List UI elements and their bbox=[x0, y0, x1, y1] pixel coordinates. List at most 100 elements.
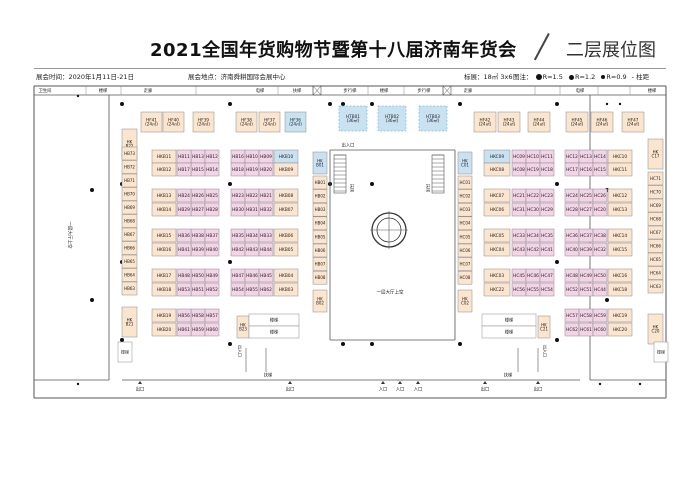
legend-r09: R=0.9 bbox=[606, 73, 627, 81]
stall-label: HB36 bbox=[178, 233, 190, 239]
stall-label: HKC08 bbox=[490, 167, 505, 173]
stall-label: HB24 bbox=[178, 193, 190, 199]
stall-label: HKB07 bbox=[279, 207, 294, 213]
stall-label: HB15 bbox=[192, 167, 204, 173]
stall-hb-inner bbox=[312, 289, 328, 313]
stall-label: HC11 bbox=[541, 154, 553, 160]
stall-hb bbox=[204, 268, 220, 283]
exit-arrow bbox=[416, 381, 420, 384]
utility-label: 卫生间 bbox=[39, 87, 52, 94]
stall-label: HB65 bbox=[124, 259, 135, 264]
stall-label: HB13 bbox=[192, 154, 204, 160]
stall-hb bbox=[176, 202, 192, 217]
stall-hkc bbox=[483, 228, 511, 243]
stall-label: HC30 bbox=[527, 207, 539, 213]
stall-hkb bbox=[273, 268, 299, 283]
elevator-x bbox=[312, 85, 322, 96]
date-label: 展会时间：2020年1月11日-21日 bbox=[36, 73, 135, 81]
stall-label: HKB11 bbox=[157, 154, 172, 160]
stall-hc bbox=[592, 162, 608, 177]
stall-hc bbox=[539, 242, 555, 257]
stall-label: HC24 bbox=[566, 193, 578, 199]
stall-label: HB46 bbox=[246, 273, 258, 279]
stall-hc bbox=[539, 202, 555, 217]
stall-label: HC43 bbox=[513, 247, 525, 253]
stall-label: HF46(24㎡) bbox=[596, 117, 609, 126]
stall-label: HC49 bbox=[580, 273, 592, 279]
stall-hkc bbox=[483, 202, 511, 217]
stall-hc bbox=[592, 308, 608, 323]
stall-label: HKC04 bbox=[490, 247, 505, 253]
stall-label: HC23 bbox=[541, 193, 553, 199]
column-dot-small bbox=[76, 94, 80, 98]
stall-label: HB62 bbox=[260, 287, 272, 293]
stall-hb bbox=[176, 162, 192, 177]
stall-hf bbox=[497, 111, 521, 133]
stall-hb-left bbox=[121, 281, 138, 296]
stall-label: HC60 bbox=[594, 327, 606, 333]
stall-hc-inner bbox=[457, 151, 473, 175]
utility-label: 电梯 bbox=[256, 87, 265, 94]
stall-label: HB54 bbox=[232, 287, 244, 293]
stall-hkc bbox=[483, 282, 511, 297]
stall-hc-inner bbox=[457, 230, 473, 244]
stall-hkb bbox=[151, 202, 177, 217]
stall-hc-right bbox=[647, 239, 664, 253]
stall-hc bbox=[539, 282, 555, 297]
stall-label: HB64 bbox=[124, 272, 135, 277]
stall-label: 楼梯 bbox=[505, 329, 514, 336]
legend-label: 图注： bbox=[513, 73, 533, 81]
stall-hb-left bbox=[121, 160, 138, 174]
stall-hb bbox=[204, 282, 220, 297]
stall-label: HC02 bbox=[460, 194, 471, 199]
stall-label: HC28 bbox=[566, 207, 578, 213]
stall-hf bbox=[235, 111, 258, 133]
stall-label: HC67 bbox=[650, 230, 661, 235]
escalator-label: 扶梯 bbox=[350, 184, 356, 192]
stair-box bbox=[481, 325, 537, 339]
entrance-label: 出入口 bbox=[238, 345, 244, 357]
stall-label: HC70 bbox=[650, 189, 661, 194]
stall-label: HC58 bbox=[580, 313, 592, 319]
stall-hb-inner bbox=[312, 189, 328, 203]
stall-label: HF38(24㎡) bbox=[240, 117, 253, 126]
stall-label: HB03 bbox=[315, 207, 326, 212]
stall-label: HC59 bbox=[594, 313, 606, 319]
stall-label: HC47 bbox=[541, 273, 553, 279]
stall-label: HB29 bbox=[178, 207, 190, 213]
stall-hb bbox=[258, 188, 274, 203]
stall-label: HB21 bbox=[260, 193, 272, 199]
stall-hb bbox=[204, 308, 220, 323]
stall-hc-right bbox=[647, 225, 664, 240]
stall-label: HB12 bbox=[206, 154, 218, 160]
stall-ht bbox=[338, 105, 368, 132]
stall-hc-inner bbox=[457, 202, 473, 217]
stall-label: HB72 bbox=[124, 164, 135, 169]
stall-label: HC69 bbox=[650, 203, 661, 208]
stall-label: HB06 bbox=[315, 248, 326, 253]
column-dot bbox=[341, 342, 345, 346]
stall-label: HKB10 bbox=[279, 154, 294, 160]
stall-label: HB60 bbox=[206, 327, 218, 333]
stall-label: HB49 bbox=[206, 273, 218, 279]
stall-label: HC54 bbox=[541, 287, 553, 293]
stall-hb bbox=[176, 188, 192, 203]
stall-hf bbox=[621, 111, 645, 133]
stall-label: HB40 bbox=[206, 247, 218, 253]
legend-r12: R=1.2 bbox=[574, 73, 596, 81]
stall-hf bbox=[590, 111, 614, 133]
stall-hb-inner bbox=[312, 151, 328, 175]
stall-label: HKC05 bbox=[490, 233, 505, 239]
stall-hkc bbox=[607, 308, 633, 323]
stall-hf bbox=[162, 111, 185, 133]
stall-hkb bbox=[273, 202, 299, 217]
stall-label: HC42 bbox=[527, 247, 539, 253]
stall-hkc bbox=[607, 162, 633, 177]
stall-label: HB09 bbox=[260, 154, 272, 160]
utility-label: 楼梯 bbox=[648, 87, 657, 94]
stall-label: HB67 bbox=[124, 232, 135, 237]
stall-hf bbox=[140, 111, 163, 133]
stall-hkb bbox=[273, 228, 299, 243]
